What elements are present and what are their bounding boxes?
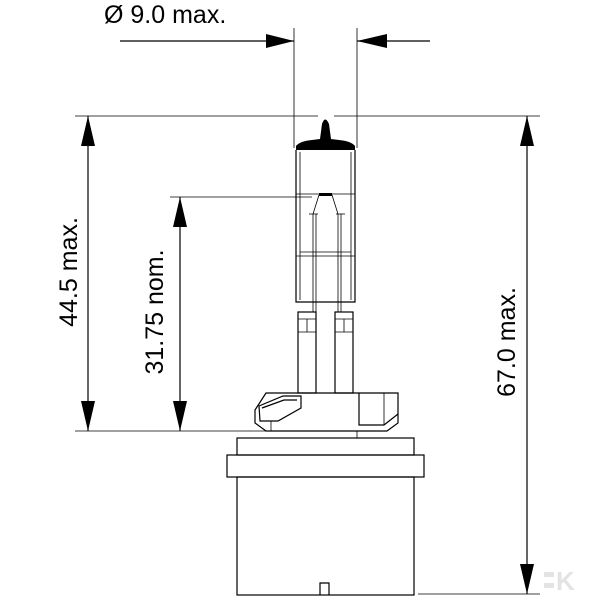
bulb-glass <box>295 119 356 303</box>
light-center-dimension: 44.5 max. <box>55 116 95 431</box>
overall-dimension: 67.0 max. <box>493 116 534 594</box>
overall-label: 67.0 max. <box>493 287 521 397</box>
filament-dimension: 31.75 nom. <box>141 197 187 431</box>
watermark-logo: K <box>544 566 575 596</box>
diameter-label: Ø 9.0 max. <box>104 1 226 29</box>
pinch-and-leads <box>297 311 354 394</box>
diameter-dimension: Ø 9.0 max. <box>104 1 430 48</box>
filament <box>309 193 345 312</box>
filament-label: 31.75 nom. <box>141 249 169 374</box>
locking-ring <box>254 392 399 438</box>
watermark-letter: K <box>556 566 575 596</box>
extension-lines <box>75 28 540 595</box>
bulb-base <box>226 437 425 596</box>
light-center-label: 44.5 max. <box>55 217 83 327</box>
